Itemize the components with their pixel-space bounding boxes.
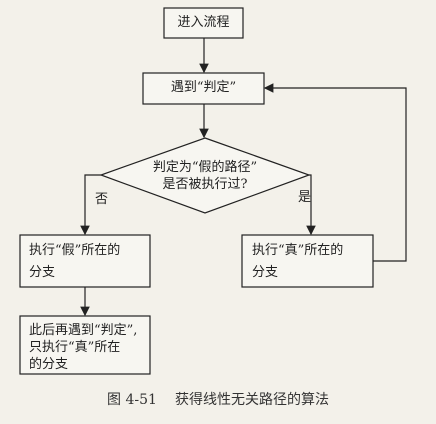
connector-decision-yes	[306, 174, 316, 236]
connector-decision-no	[80, 174, 101, 236]
start-box	[163, 7, 244, 39]
later-box	[19, 315, 151, 375]
figure-caption: 图 4-51 获得线性无关路径的算法	[0, 389, 436, 409]
later-box-label-line1: 此后再遇到“判定”,	[29, 323, 138, 338]
judge-box	[142, 72, 265, 105]
true-branch-box	[241, 234, 374, 288]
decision-label-line2: 是否被执行过?	[162, 177, 248, 192]
later-box-label-line2: 只执行“真”所在	[29, 340, 121, 355]
decision-diamond	[99, 137, 311, 214]
figure-number: 图 4-51	[107, 392, 157, 408]
false-branch-box	[19, 234, 151, 288]
true-box-label-line2: 分支	[252, 265, 279, 280]
loop-back-connector	[263, 83, 407, 262]
later-box-label-line3: 的分支	[29, 357, 69, 372]
decision-label-line1: 判定为“假的路径”	[152, 160, 258, 175]
figure-title: 获得线性无关路径的算法	[174, 392, 329, 408]
false-box-label-line1: 执行“假”所在的	[29, 243, 121, 258]
edge-yes-label: 是	[298, 190, 312, 205]
start-box-label: 进入流程	[177, 15, 230, 30]
false-box-label-line2: 分支	[29, 265, 56, 280]
true-box-label-line1: 执行“真”所在的	[252, 243, 344, 258]
edge-no-label: 否	[95, 192, 109, 207]
judge-box-label: 遇到“判定”	[170, 80, 237, 95]
